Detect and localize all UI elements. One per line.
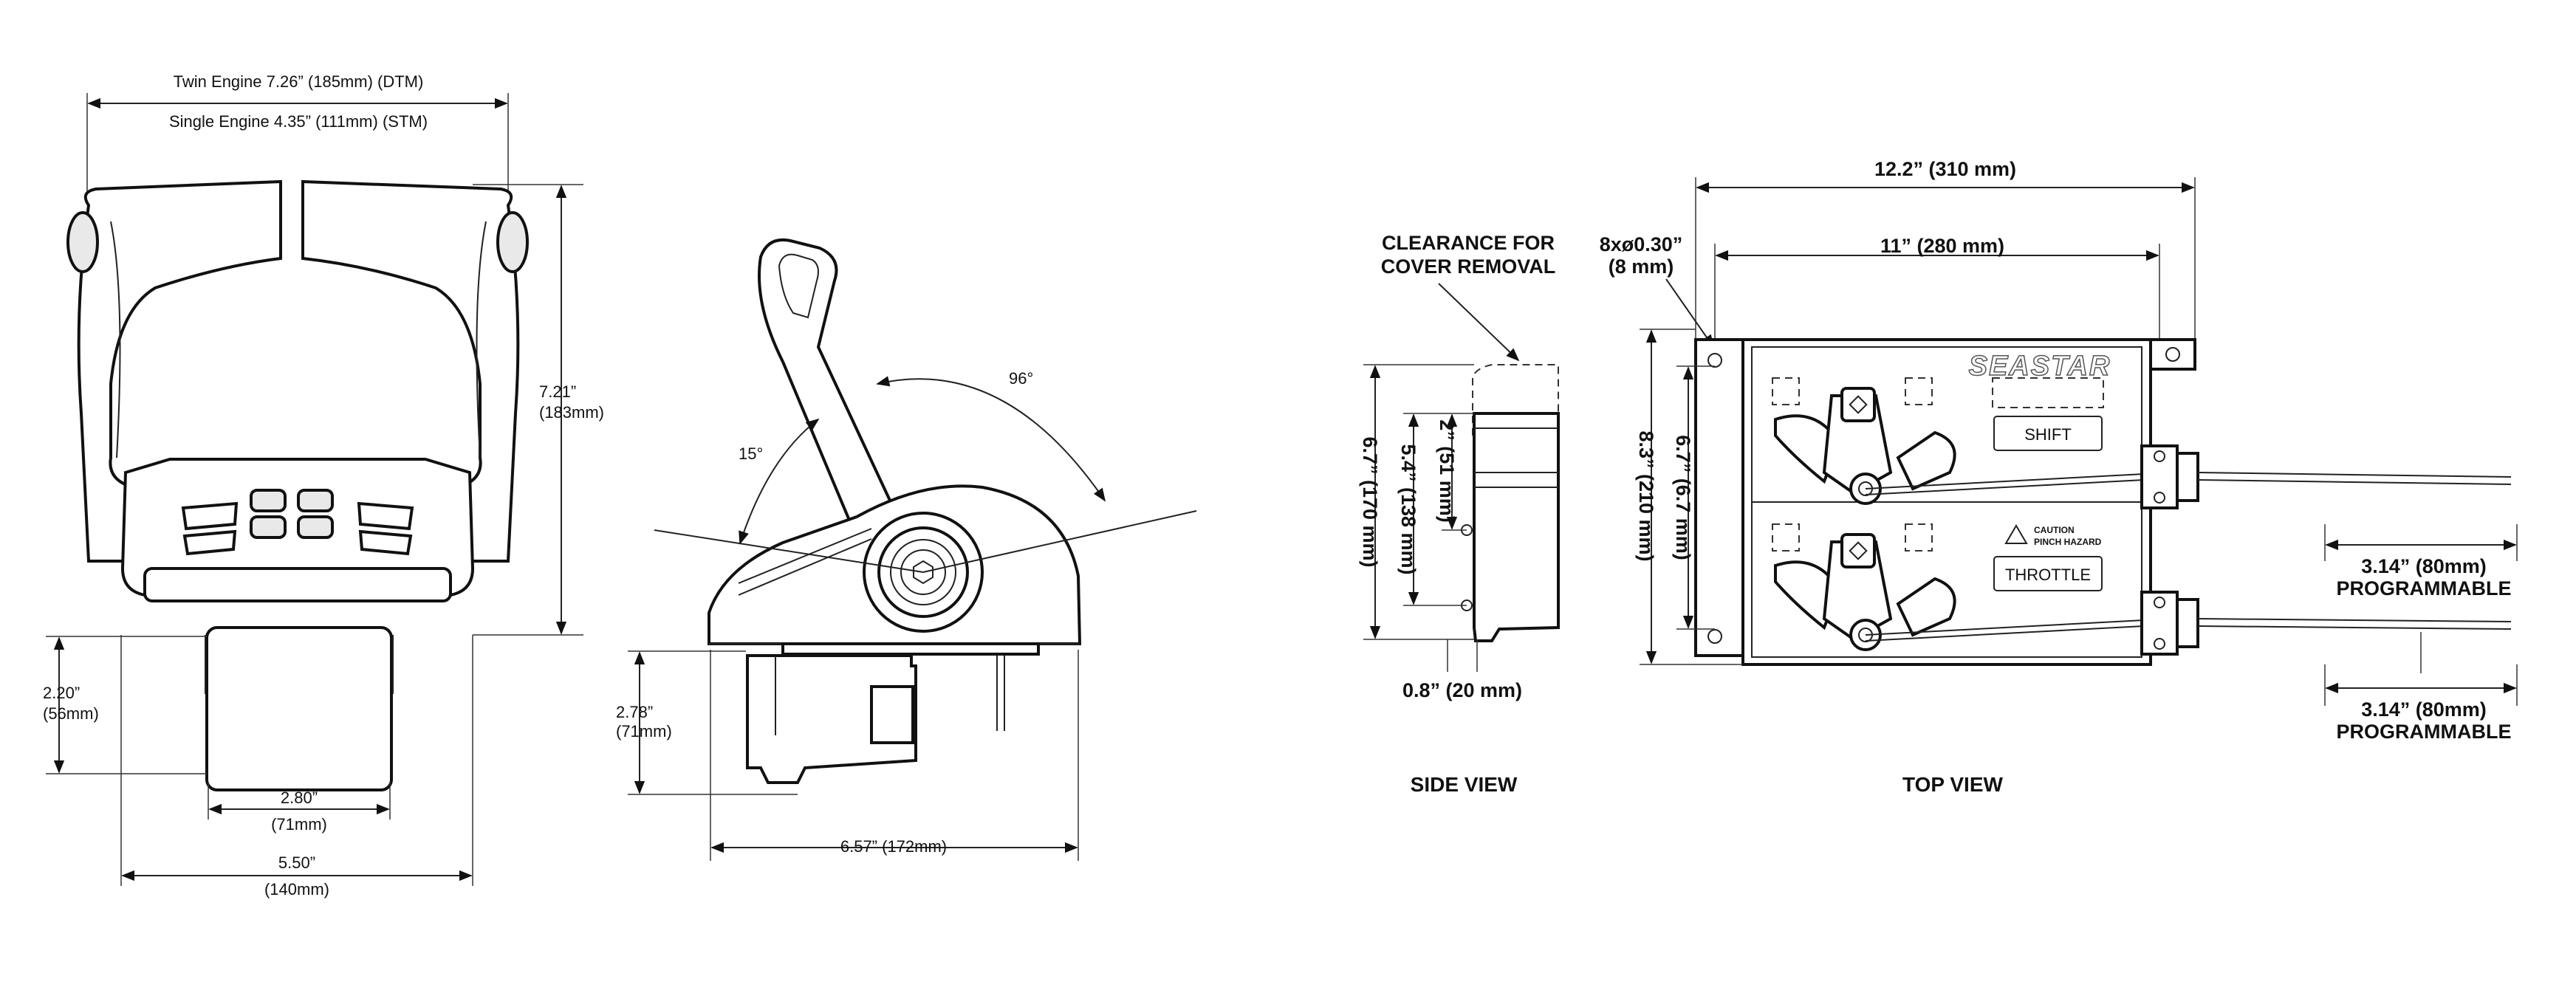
- lower-cable-bracket: [2140, 591, 2179, 656]
- prog1-value: 3.14” (80mm): [2361, 555, 2487, 577]
- twin-engine-label: Twin Engine 7.26” (185mm) (DTM): [174, 72, 424, 91]
- top-height-inner: 6.7” (6.7 mm): [1672, 435, 1694, 560]
- brand-logo: SEASTAR: [1969, 351, 2111, 382]
- angle-total-label: 96°: [1009, 369, 1033, 388]
- upper-cable-bracket: [2140, 444, 2179, 509]
- throttle-label: THROTTLE: [2005, 566, 2091, 584]
- top-width-total: 12.2” (310 mm): [1874, 158, 2016, 180]
- profile-view: 15° 96° 2.78” (71mm) 6.57” (172mm): [616, 238, 1197, 861]
- front-housing: [77, 179, 282, 563]
- profile-depth-mm: (71mm): [616, 722, 672, 741]
- total-width-mm: (140mm): [264, 880, 329, 898]
- shift-label: SHIFT: [2024, 425, 2072, 444]
- prog2-label: PROGRAMMABLE: [2337, 721, 2512, 743]
- side-unit: [1473, 412, 1560, 642]
- top-view-label: TOP VIEW: [1902, 773, 2003, 796]
- front-depth-in: 2.20”: [43, 684, 80, 702]
- side-height-top: 2” (51 mm): [1436, 419, 1458, 523]
- single-engine-label: Single Engine 4.35” (111mm) (STM): [169, 112, 428, 131]
- profile-depth-in: 2.78”: [616, 703, 653, 721]
- side-view-label: SIDE VIEW: [1411, 773, 1518, 796]
- caution-label-2: PINCH HAZARD: [2034, 537, 2102, 547]
- shift-badge: [1993, 416, 2103, 451]
- cover-clearance-outline: [1472, 364, 1559, 436]
- caution-label-1: CAUTION: [2034, 525, 2075, 535]
- throttle-lever-mechanism: [1774, 533, 2172, 651]
- side-offset: 0.8” (20 mm): [1402, 679, 1522, 701]
- front-height-mm: (183mm): [539, 403, 604, 422]
- prog2-value: 3.14” (80mm): [2361, 698, 2487, 721]
- angle-front-label: 15°: [739, 444, 763, 463]
- base-width-in: 2.80”: [281, 788, 318, 807]
- throttle-badge: [1993, 556, 2103, 591]
- front-view: Twin Engine 7.26” (185mm) (DTM) Single E…: [43, 72, 604, 898]
- shift-lever-mechanism: [1774, 387, 2172, 505]
- prog1-label: PROGRAMMABLE: [2337, 577, 2512, 599]
- total-width-in: 5.50”: [278, 853, 315, 872]
- holes-label-1: 8xø0.30”: [1600, 233, 1683, 255]
- top-view: 12.2” (310 mm) 11” (280 mm) 8xø0.30” (8 …: [1600, 158, 2518, 796]
- side-view: CLEARANCE FOR COVER REMOVAL 6.7” (170 mm…: [1359, 232, 1560, 796]
- base-width-mm: (71mm): [271, 815, 327, 834]
- profile-length: 6.57” (172mm): [840, 837, 947, 856]
- front-depth-mm: (56mm): [43, 704, 99, 723]
- profile-handle: [758, 238, 924, 593]
- caution-icon: [2004, 524, 2028, 544]
- side-height-inner: 5.4” (138 mm): [1397, 444, 1419, 574]
- front-height-in: 7.21”: [539, 382, 576, 401]
- clearance-label-1: CLEARANCE FOR: [1382, 232, 1555, 254]
- front-base: [205, 626, 393, 791]
- side-height-total: 6.7” (170 mm): [1359, 436, 1381, 567]
- holes-label-2: (8 mm): [1609, 255, 1674, 278]
- top-width-inner: 11” (280 mm): [1880, 235, 2004, 257]
- top-height-total: 8.3” (210 mm): [1635, 430, 1657, 561]
- clearance-label-2: COVER REMOVAL: [1381, 255, 1556, 278]
